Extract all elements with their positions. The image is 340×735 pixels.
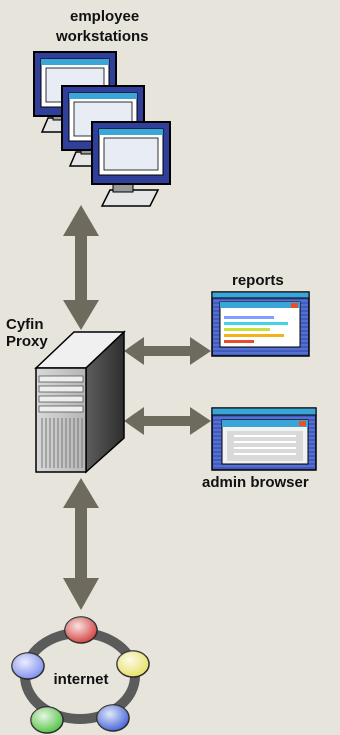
- workstation-monitor-3: [91, 121, 171, 207]
- workstations-label-line1: employee: [70, 8, 140, 25]
- internet-cloud: internet: [11, 616, 150, 734]
- arrow-proxy-admin-browser: [124, 407, 211, 435]
- admin-close-icon: [299, 421, 306, 426]
- arrow-proxy-internet: [63, 478, 99, 610]
- reports-close-icon: [291, 303, 298, 308]
- reports-window: [211, 291, 310, 357]
- proxy-label-line1: Cyfin: [6, 316, 44, 333]
- workstations-label-line2: workstations: [56, 28, 149, 45]
- proxy-server: [34, 330, 126, 474]
- admin-browser-label: admin browser: [202, 474, 309, 491]
- internet-label: internet: [53, 671, 108, 688]
- arrow-proxy-reports: [124, 337, 211, 365]
- arrow-workstations-proxy: [63, 205, 99, 330]
- proxy-label-line2: Proxy: [6, 333, 48, 350]
- reports-label: reports: [232, 272, 284, 289]
- admin-browser-window: [211, 407, 317, 471]
